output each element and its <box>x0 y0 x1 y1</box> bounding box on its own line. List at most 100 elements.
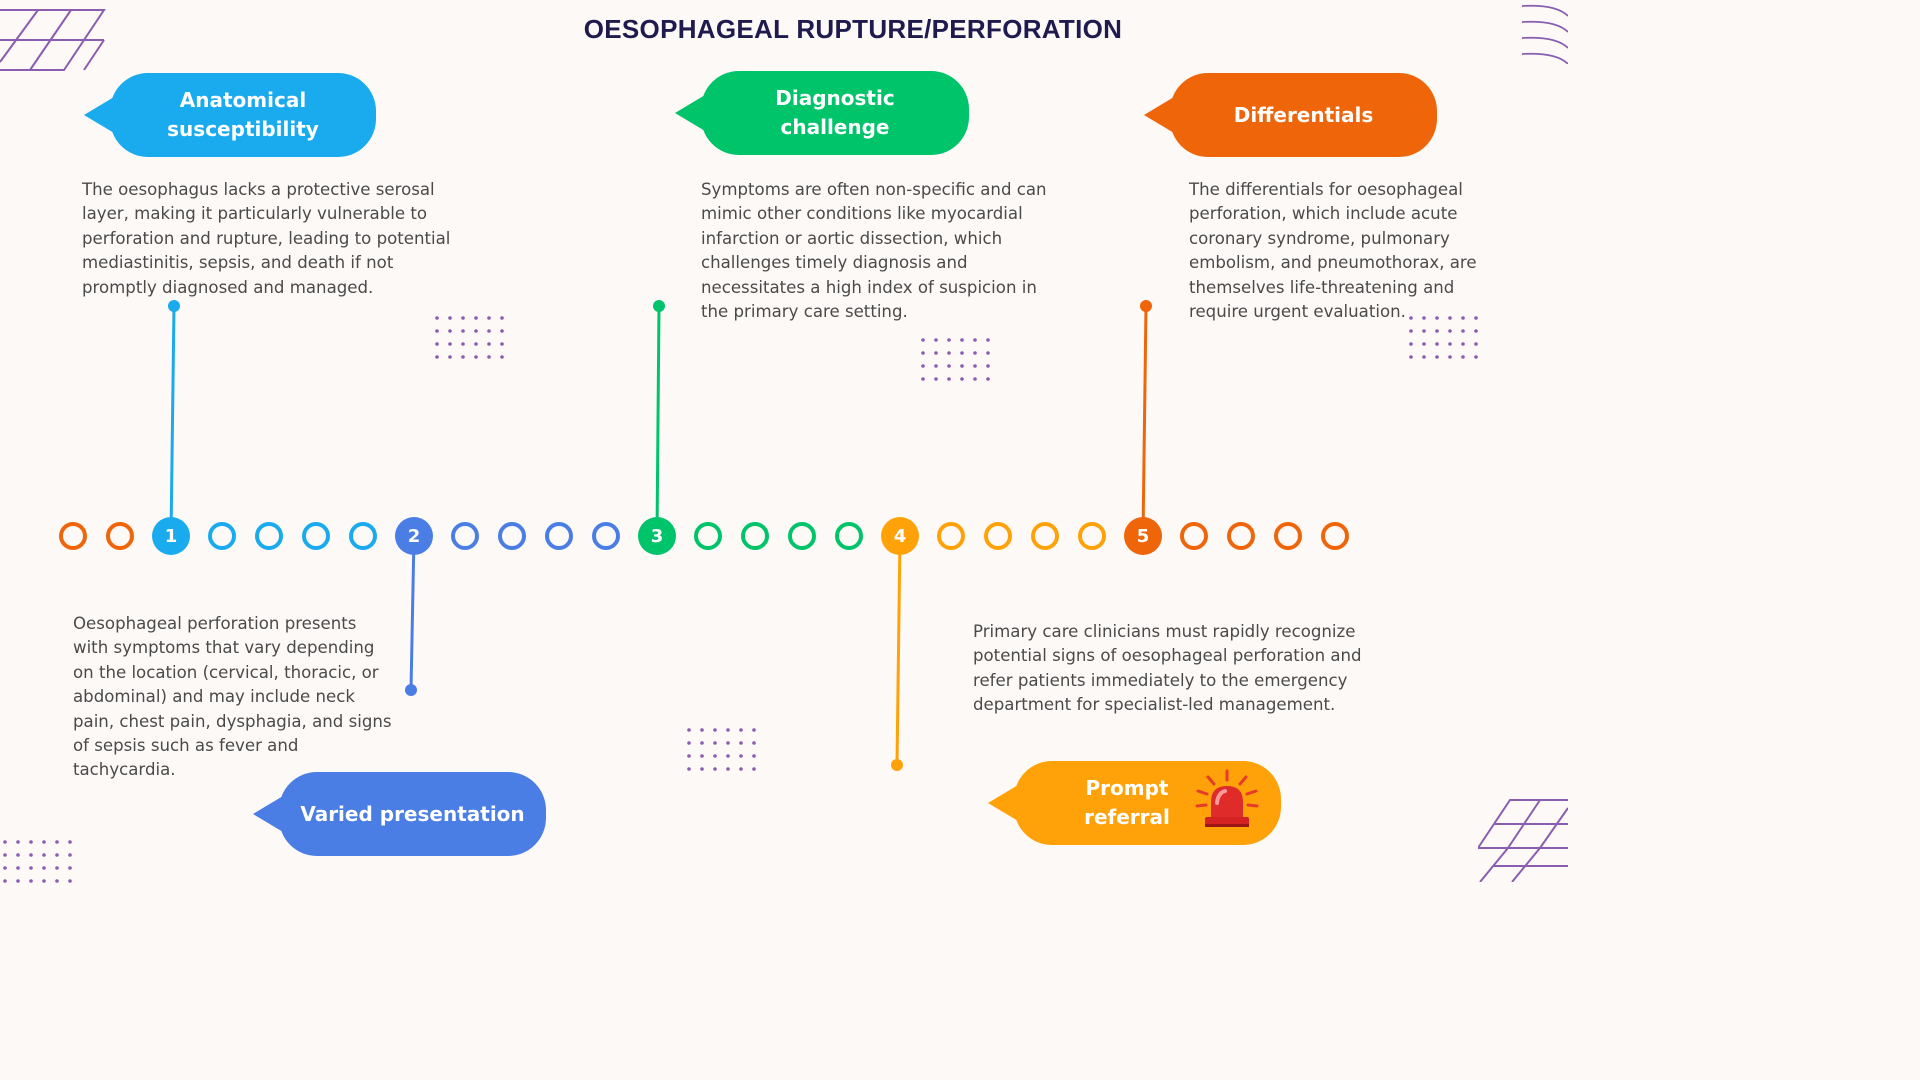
decor-dot <box>1474 329 1478 333</box>
decor-dot <box>3 840 7 844</box>
decor-dot <box>986 364 990 368</box>
decor-dot <box>726 754 730 758</box>
decor-dot <box>448 342 452 346</box>
decor-dot <box>700 767 704 771</box>
timeline-ring <box>1274 522 1302 550</box>
timeline-ring <box>741 522 769 550</box>
decor-dot <box>461 329 465 333</box>
step-number-1: 1 <box>165 526 178 547</box>
decor-dot <box>921 351 925 355</box>
decor-dot <box>947 377 951 381</box>
decor-dot <box>1474 316 1478 320</box>
decor-dot <box>487 342 491 346</box>
decor-dot <box>947 364 951 368</box>
decor-dot <box>487 355 491 359</box>
decor-dot <box>700 754 704 758</box>
decor-dot <box>986 351 990 355</box>
connector-1 <box>169 305 176 537</box>
decor-dot <box>1409 316 1413 320</box>
decor-dot <box>435 329 439 333</box>
timeline-ring <box>1031 522 1059 550</box>
decor-dot <box>435 342 439 346</box>
connector-dot-2 <box>405 684 417 696</box>
connector-2 <box>409 535 416 691</box>
decor-arcs-top-right <box>1521 4 1568 64</box>
timeline-ring <box>302 522 330 550</box>
bubble-label-3: Diagnostic challenge <box>775 86 895 139</box>
decor-dot <box>500 316 504 320</box>
timeline-ring <box>937 522 965 550</box>
connector-5 <box>1141 305 1148 537</box>
description-prompt-referral: Primary care clinicians must rapidly rec… <box>973 622 1362 715</box>
decor-dot <box>16 840 20 844</box>
decor-dot <box>713 754 717 758</box>
decor-dot <box>55 879 59 883</box>
decor-dot <box>461 316 465 320</box>
decor-dot <box>3 853 7 857</box>
decor-dot <box>3 879 7 883</box>
decor-dot <box>687 741 691 745</box>
decor-dot <box>1422 355 1426 359</box>
decor-dot <box>687 754 691 758</box>
decor-dot <box>687 728 691 732</box>
connector-4 <box>895 535 902 766</box>
decor-dot <box>487 316 491 320</box>
timeline-ring <box>984 522 1012 550</box>
decor-dot <box>739 767 743 771</box>
decor-dot <box>1422 329 1426 333</box>
description-diagnostic-challenge: Symptoms are often non-specific and can … <box>701 180 1047 322</box>
timeline-ring <box>208 522 236 550</box>
decor-dot <box>1474 342 1478 346</box>
decor-dot <box>16 866 20 870</box>
step-circle-3 <box>638 517 676 555</box>
decor-dot <box>487 329 491 333</box>
decor-dot <box>713 728 717 732</box>
decor-dot <box>42 866 46 870</box>
decor-dot <box>700 741 704 745</box>
decor-dot <box>1448 316 1452 320</box>
decor-dot <box>947 338 951 342</box>
decor-dot <box>500 342 504 346</box>
decor-dot <box>29 866 33 870</box>
step-circle-4 <box>881 517 919 555</box>
decor-dot <box>973 351 977 355</box>
decor-dot <box>752 767 756 771</box>
timeline-ring <box>451 522 479 550</box>
decor-hatch-bottom-right <box>1478 799 1568 882</box>
decor-hatch-top-left <box>0 9 106 71</box>
timeline-ring <box>835 522 863 550</box>
page-title: OESOPHAGEAL RUPTURE/PERFORATION <box>583 14 1123 44</box>
decor-dot <box>1448 355 1452 359</box>
timeline-ring <box>1180 522 1208 550</box>
step-number-2: 2 <box>408 526 421 547</box>
description-differentials: The differentials for oesophageal perfor… <box>1189 180 1477 322</box>
step-number-3: 3 <box>651 526 664 547</box>
decor-dot <box>960 377 964 381</box>
decor-dot <box>934 338 938 342</box>
decor-dot <box>960 351 964 355</box>
bubble-differentials: Differentials <box>1144 73 1437 157</box>
decor-dot <box>42 853 46 857</box>
connector-dot-4 <box>891 759 903 771</box>
connector-dot-5 <box>1140 300 1152 312</box>
decor-dot <box>960 364 964 368</box>
decor-dot <box>29 853 33 857</box>
decor-dot <box>1435 355 1439 359</box>
decor-dot <box>474 355 478 359</box>
connector-3 <box>655 305 661 537</box>
decor-dot <box>68 879 72 883</box>
timeline-ring <box>59 522 87 550</box>
decor-dot <box>1409 329 1413 333</box>
decor-dot <box>947 351 951 355</box>
bubble-label-4: Prompt referral <box>1084 776 1170 829</box>
decor-dot <box>739 754 743 758</box>
decor-dot <box>500 329 504 333</box>
decor-dot <box>960 338 964 342</box>
decor-dot <box>435 316 439 320</box>
decor-dot <box>687 767 691 771</box>
decor-dot <box>752 754 756 758</box>
decor-dot <box>921 377 925 381</box>
decor-dot <box>934 364 938 368</box>
decor-dot <box>16 879 20 883</box>
decor-dot <box>55 853 59 857</box>
